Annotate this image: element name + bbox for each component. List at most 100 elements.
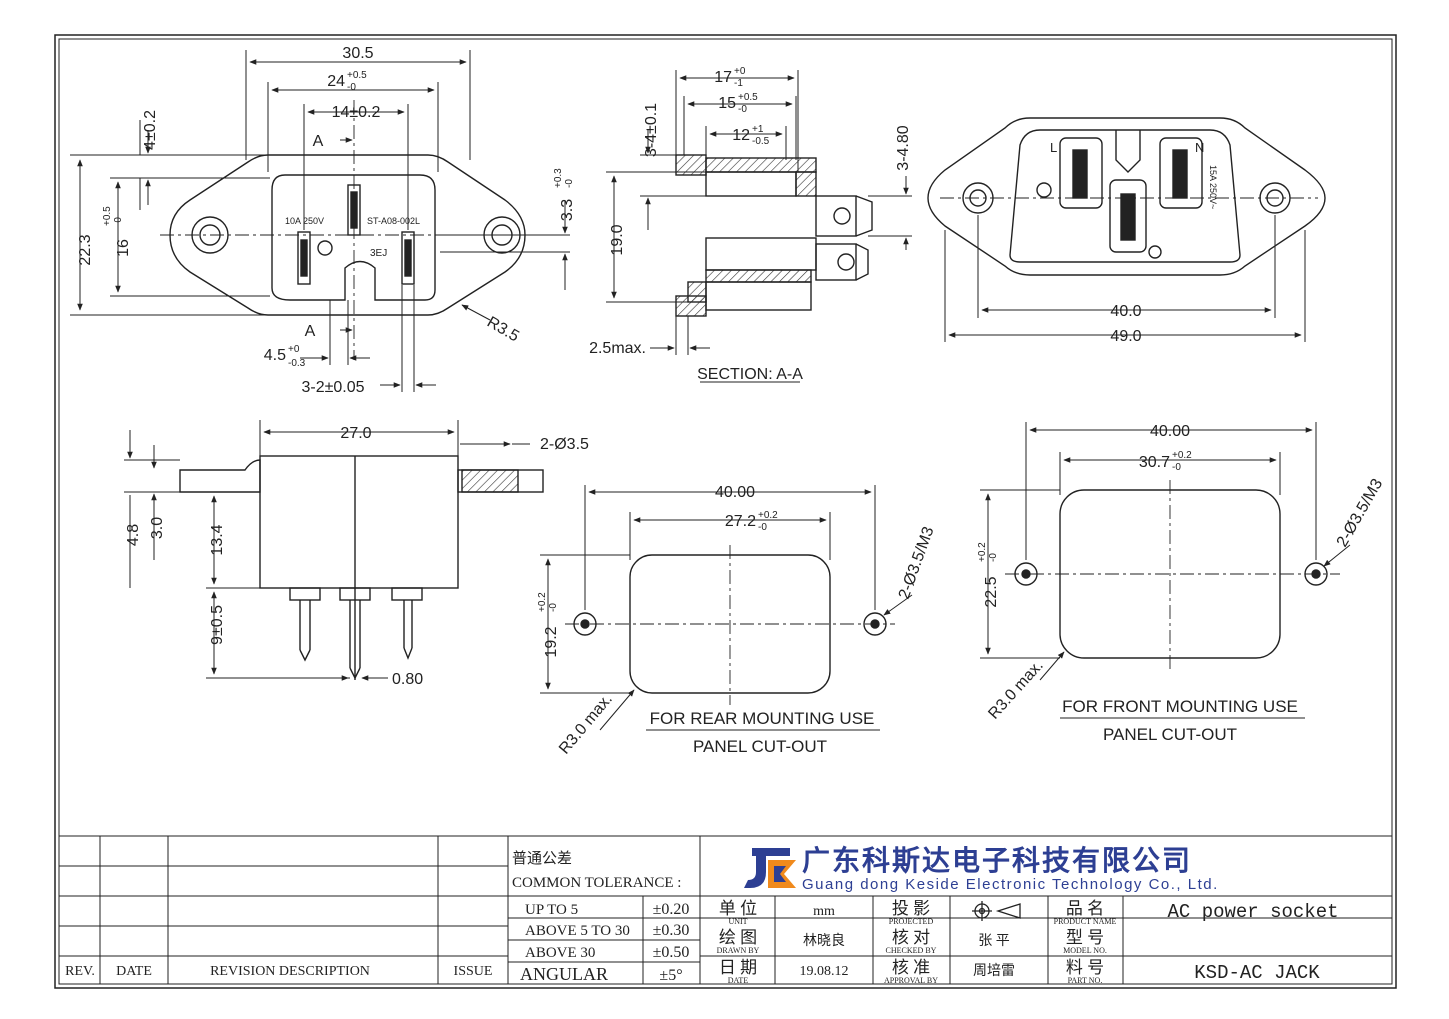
tolerance-range: ANGULAR — [520, 964, 608, 984]
company-name-en: Guang dong Keside Electronic Technology … — [802, 876, 1219, 893]
tolerance-value: ±0.30 — [653, 922, 690, 939]
front-cutout-caption-2: PANEL CUT-OUT — [1103, 725, 1237, 744]
dim-rear-cutout-height-tol-up: +0.2 — [537, 592, 548, 612]
unit-value: mm — [813, 904, 835, 919]
date-value: 19.08.12 — [800, 964, 849, 979]
dim-section-17: 17 — [714, 69, 732, 86]
dim-front-right: 3.3 — [559, 199, 576, 221]
rear-rating: 15A 250V~ — [1208, 165, 1218, 209]
checked-value: 张 平 — [978, 933, 1010, 949]
inner-frame — [58, 38, 1393, 985]
dim-section-flange: 2.5max. — [589, 340, 646, 357]
tolerance-range: UP TO 5 — [525, 902, 578, 918]
dim-front-height-inner: 16 — [115, 239, 132, 257]
dim-front-width-outer: 30.5 — [342, 45, 373, 62]
dim-side-holes: 2-Ø3.5 — [540, 436, 589, 453]
product-name-label-en: PRODUCT NAME — [1054, 917, 1117, 926]
model-label-cn: 型 号 — [1066, 928, 1104, 947]
label-live: L — [1050, 140, 1057, 155]
section-marker-bottom: A — [305, 323, 316, 340]
dim-rear-inner: 40.0 — [1110, 303, 1141, 320]
dim-section-15: 15 — [718, 95, 736, 112]
dim-front-cutout-height: 22.5 — [983, 576, 1000, 607]
dim-front-cutout-width: 30.7 — [1139, 454, 1170, 471]
dim-rear-cutout-holes: 2-Ø3.5/M3 — [896, 524, 938, 601]
front-cutout-caption-1: FOR FRONT MOUNTING USE — [1062, 697, 1298, 716]
drawn-label-cn: 绘 图 — [719, 928, 757, 947]
header-date: DATE — [116, 964, 152, 979]
model-label-en: MODEL NO. — [1063, 946, 1107, 955]
dim-front-right-tol-dn: -0 — [564, 179, 575, 188]
front-cutout-view — [1005, 480, 1340, 670]
header-rev: REV. — [65, 964, 95, 979]
dim-front-cutout-holes: 2-Ø3.5/M3 — [1334, 476, 1387, 550]
dim-front-height-outer: 22.3 — [77, 234, 94, 265]
header-revision-description: REVISION DESCRIPTION — [210, 964, 370, 979]
dim-front-cutout-width-tol-dn: -0 — [1172, 462, 1181, 473]
dim-rear-cutout-width-tol-dn: -0 — [758, 522, 767, 533]
dim-rear-cutout-height: 19.2 — [543, 626, 560, 657]
dim-front-height-inner-tol-up: +0.5 — [102, 206, 113, 226]
outer-frame — [54, 34, 1397, 989]
dim-section-17-tol-up: +0 — [734, 66, 746, 77]
dim-side-width: 27.0 — [340, 425, 371, 442]
projected-label-cn: 投 影 — [892, 899, 930, 918]
dim-front-cutout-span: 40.00 — [1150, 423, 1190, 440]
tolerance-value: ±5° — [659, 967, 682, 984]
part-label-en: PART NO. — [1068, 976, 1103, 985]
dim-side-13-4: 13.4 — [209, 524, 226, 555]
date-label-en: DATE — [728, 976, 749, 985]
part-value: KSD-AC JACK — [1194, 962, 1320, 984]
dim-section-12-tol-up: +1 — [752, 124, 764, 135]
tolerance-range: ABOVE 5 TO 30 — [525, 923, 630, 939]
tolerance-range: ABOVE 30 — [525, 945, 595, 961]
dim-side-3-0: 3.0 — [149, 517, 166, 539]
projection-symbol-icon — [972, 901, 1021, 921]
dim-front-width-inner-tol-dn: -0 — [347, 82, 356, 93]
dim-front-cutout-height-tol-up: +0.2 — [977, 542, 988, 562]
dim-rear-cutout-span: 40.00 — [715, 484, 755, 501]
rear-cutout-view — [565, 545, 895, 705]
dim-section-17-tol-dn: -1 — [734, 78, 743, 89]
dim-side-4-8: 4.8 — [125, 524, 142, 546]
section-title: SECTION: A-A — [697, 366, 803, 383]
dim-front-slot-tol-dn: -0.3 — [288, 358, 306, 369]
rear-cutout-caption-2: PANEL CUT-OUT — [693, 737, 827, 756]
product-name-value: AC power socket — [1167, 901, 1338, 923]
dim-front-radius: R3.5 — [484, 314, 522, 346]
marking-rating: 10A 250V — [285, 216, 324, 226]
rear-face-view — [927, 117, 1326, 276]
dim-section-12-tol-dn: -0.5 — [752, 136, 770, 147]
tolerance-value: ±0.50 — [653, 944, 690, 961]
checked-label-en: CHECKED BY — [886, 946, 937, 955]
dim-rear-cutout-radius: R3.0 max. — [556, 691, 616, 758]
rear-cutout-caption-1: FOR REAR MOUNTING USE — [650, 709, 875, 728]
dim-front-height-inner-tol-dn: -0 — [113, 217, 124, 226]
date-label-cn: 日 期 — [719, 958, 757, 977]
section-view — [675, 154, 873, 317]
marking-code: 3EJ — [370, 248, 387, 259]
label-neutral: N — [1195, 140, 1204, 155]
dim-front-width-inner: 24 — [327, 73, 345, 90]
dim-section-12: 12 — [732, 127, 750, 144]
approval-value: 周培雷 — [973, 963, 1015, 979]
checked-label-cn: 核 对 — [892, 928, 930, 947]
projected-label-en: PROJECTED — [889, 917, 934, 926]
dim-section-right-top: 3-4.80 — [895, 125, 912, 170]
dim-front-width-inner-tol-up: +0.5 — [347, 70, 367, 81]
dim-front-pin-spacing: 14±0.2 — [332, 104, 381, 121]
dim-rear-cutout-width: 27.2 — [725, 513, 756, 530]
dim-front-top-offset: 4±0.2 — [142, 110, 159, 150]
dim-section-height: 19.0 — [609, 224, 626, 255]
product-name-label-cn: 品 名 — [1066, 899, 1104, 918]
unit-label-en: UNIT — [728, 917, 747, 926]
dim-section-15-tol-dn: -0 — [738, 104, 747, 115]
dim-section-15-tol-up: +0.5 — [738, 92, 758, 103]
marking-model: ST-A08-002L — [367, 216, 420, 226]
dim-side-pin-length: 9±0.5 — [209, 605, 226, 645]
title-block — [59, 835, 1392, 984]
dim-front-cutout-radius: R3.0 max. — [985, 657, 1046, 723]
tolerance-heading-en: COMMON TOLERANCE : — [512, 875, 681, 891]
dim-side-pin-thickness: 0.80 — [392, 671, 423, 688]
